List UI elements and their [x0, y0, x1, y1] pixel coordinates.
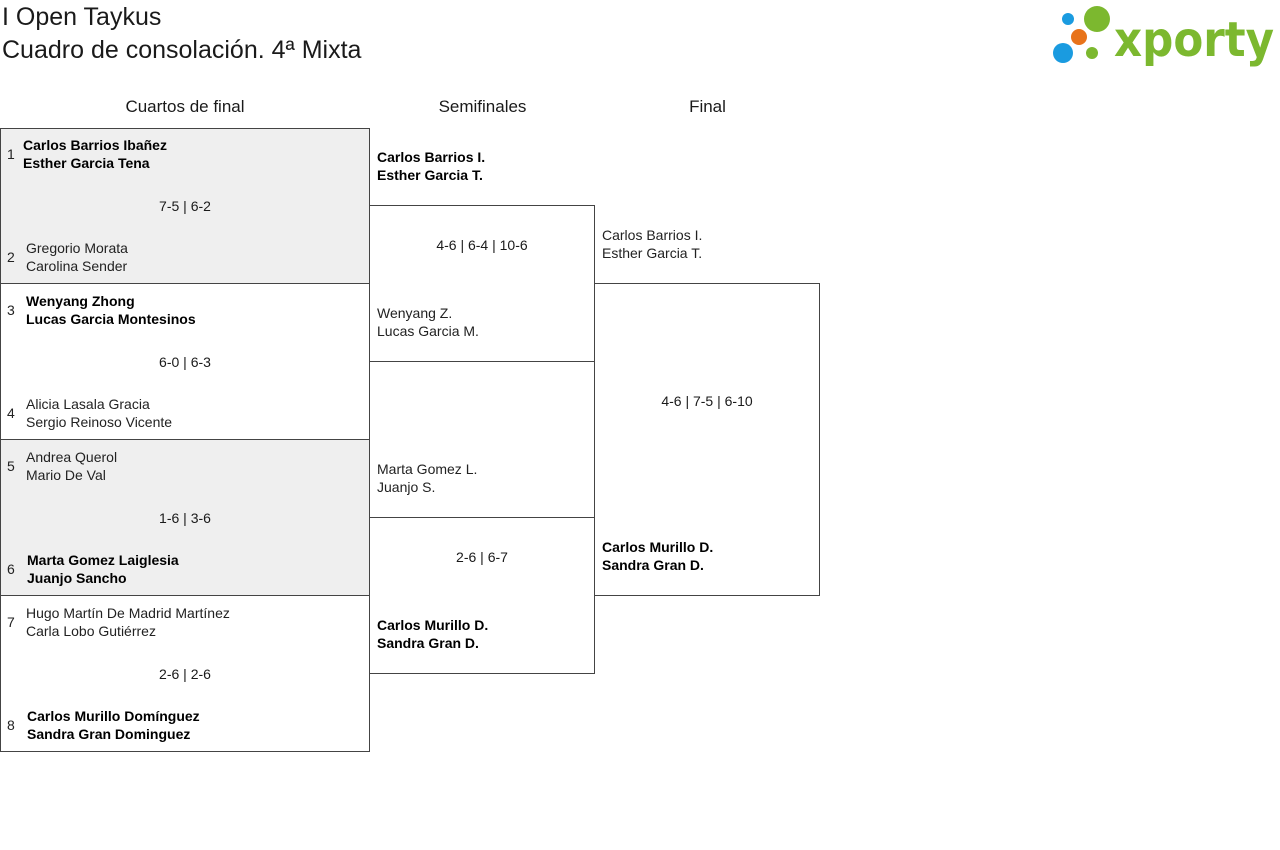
round-header-semifinals: Semifinales — [438, 97, 527, 116]
player-name: Marta Gomez L. — [377, 461, 478, 477]
player-name: Carlos Murillo D. — [602, 539, 714, 555]
player-name: Carlos Barrios I. — [377, 149, 486, 165]
player-name: Juanjo Sancho — [27, 570, 127, 586]
player-name: Wenyang Z. — [377, 305, 453, 321]
player-name: Sergio Reinoso Vicente — [26, 414, 173, 430]
draw-subtitle: Cuadro de consolación. 4ª Mixta — [2, 36, 362, 64]
qf-match-1 — [0, 128, 370, 284]
player-name: Carolina Sender — [26, 258, 128, 274]
player-name: Lucas Garcia Montesinos — [26, 311, 196, 327]
sf-2-score: 2-6 | 6-7 — [456, 549, 508, 565]
sf-1-top-team[interactable]: Carlos Barrios I. Esther Garcia T. — [377, 148, 485, 184]
seed-number: 7 — [7, 614, 15, 630]
seed-number: 2 — [7, 249, 15, 265]
seed-number: 3 — [7, 302, 15, 318]
qf-2-score: 6-0 | 6-3 — [159, 354, 211, 370]
player-name: Carla Lobo Gutiérrez — [26, 623, 156, 639]
qf-match-3 — [0, 439, 370, 596]
final-match — [594, 283, 820, 596]
seed-number: 5 — [7, 458, 15, 474]
final-top-team[interactable]: Carlos Barrios I. Esther Garcia T. — [602, 226, 702, 262]
qf-1-bottom-team[interactable]: Gregorio Morata Carolina Sender — [26, 239, 128, 275]
round-header-quarterfinals: Cuartos de final — [125, 97, 245, 116]
qf-4-score: 2-6 | 2-6 — [159, 666, 211, 682]
seed-number: 1 — [7, 146, 15, 162]
qf-3-bottom-team[interactable]: Marta Gomez Laiglesia Juanjo Sancho — [27, 551, 179, 587]
player-name: Sandra Gran Dominguez — [27, 726, 191, 742]
player-name: Marta Gomez Laiglesia — [27, 552, 179, 568]
player-name: Esther Garcia T. — [602, 245, 703, 261]
qf-3-top-team[interactable]: Andrea Querol Mario De Val — [26, 448, 117, 484]
player-name: Juanjo S. — [377, 479, 436, 495]
player-name: Mario De Val — [26, 467, 106, 483]
qf-4-bottom-team[interactable]: Carlos Murillo Domínguez Sandra Gran Dom… — [27, 707, 200, 743]
player-name: Sandra Gran D. — [602, 557, 704, 573]
player-name: Carlos Murillo Domínguez — [27, 708, 200, 724]
seed-number: 6 — [7, 561, 15, 577]
player-name: Wenyang Zhong — [26, 293, 135, 309]
player-name: Lucas Garcia M. — [377, 323, 479, 339]
seed-number: 8 — [7, 717, 15, 733]
seed-number: 4 — [7, 405, 15, 421]
player-name: Andrea Querol — [26, 449, 118, 465]
player-name: Esther Garcia T. — [377, 167, 483, 183]
sf-2-bottom-team[interactable]: Carlos Murillo D. Sandra Gran D. — [377, 616, 488, 652]
xporty-logo-text: xporty — [1114, 12, 1274, 68]
final-bottom-team[interactable]: Carlos Murillo D. Sandra Gran D. — [602, 538, 713, 574]
sf-2-top-team[interactable]: Marta Gomez L. Juanjo S. — [377, 460, 477, 496]
final-score: 4-6 | 7-5 | 6-10 — [661, 393, 753, 409]
qf-2-bottom-team[interactable]: Alicia Lasala Gracia Sergio Reinoso Vice… — [26, 395, 172, 431]
qf-3-score: 1-6 | 3-6 — [159, 510, 211, 526]
tournament-title: I Open Taykus — [2, 3, 162, 31]
player-name: Gregorio Morata — [26, 240, 128, 256]
qf-1-score: 7-5 | 6-2 — [159, 198, 211, 214]
player-name: Carlos Barrios I. — [602, 227, 703, 243]
qf-4-top-team[interactable]: Hugo Martín De Madrid Martínez Carla Lob… — [26, 604, 230, 640]
sf-1-score: 4-6 | 6-4 | 10-6 — [436, 237, 528, 253]
player-name: Carlos Barrios Ibañez — [23, 137, 167, 153]
player-name: Sandra Gran D. — [377, 635, 479, 651]
player-name: Carlos Murillo D. — [377, 617, 489, 633]
qf-2-top-team[interactable]: Wenyang Zhong Lucas Garcia Montesinos — [26, 292, 196, 328]
player-name: Alicia Lasala Gracia — [26, 396, 150, 412]
player-name: Hugo Martín De Madrid Martínez — [26, 605, 230, 621]
player-name: Esther Garcia Tena — [23, 155, 150, 171]
xporty-logo[interactable]: xporty — [1050, 4, 1278, 68]
sf-1-bottom-team[interactable]: Wenyang Z. Lucas Garcia M. — [377, 304, 479, 340]
qf-1-top-team[interactable]: Carlos Barrios Ibañez Esther Garcia Tena — [23, 136, 167, 172]
round-header-final: Final — [689, 97, 726, 116]
